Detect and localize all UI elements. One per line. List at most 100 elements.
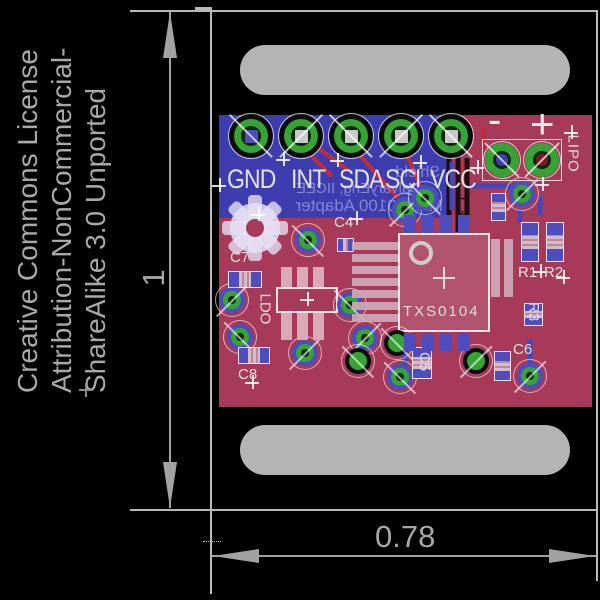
component-label-c5: C5	[416, 352, 433, 372]
component-body	[248, 348, 260, 363]
silk-cross-icon	[307, 292, 309, 306]
component-pad	[239, 348, 249, 363]
component-label-r1: R1	[518, 264, 538, 281]
component-pad	[492, 211, 505, 220]
ic-pad-finger	[352, 314, 398, 322]
drill-circle-icon	[328, 113, 374, 159]
component-pad	[525, 318, 542, 325]
silk-cross-icon	[219, 178, 221, 192]
component-body	[413, 357, 431, 369]
mounting-slot-bottom	[240, 425, 570, 475]
component-c8	[238, 347, 270, 364]
width-dimension-value: 0.78	[375, 519, 436, 554]
gear-icon	[221, 194, 289, 262]
drill-circle-icon	[428, 113, 474, 159]
board-outline-bottom	[130, 509, 598, 511]
ic-pad	[422, 215, 434, 233]
component-body	[522, 234, 538, 250]
ic-pad-finger	[352, 266, 398, 274]
component-pad	[522, 223, 538, 235]
component-label-c7: C7	[230, 249, 250, 266]
component-c6	[494, 351, 511, 381]
dimension-line-horizontal	[212, 555, 596, 557]
arrow-down-icon	[163, 462, 177, 508]
regulator-leg	[313, 313, 324, 340]
silk-cross-icon	[258, 207, 260, 221]
component-pad	[492, 194, 505, 203]
component-c3	[491, 193, 506, 221]
component-pad	[348, 239, 353, 251]
component-body	[239, 272, 251, 287]
ic-pad	[458, 333, 470, 351]
component-body	[547, 234, 563, 250]
silk-cross-icon	[337, 153, 339, 167]
silk-cross-icon	[542, 177, 544, 191]
outline-tick	[195, 7, 212, 10]
component-pad	[495, 352, 510, 361]
component-r1	[521, 222, 539, 262]
origin-cross-icon	[203, 541, 221, 542]
silk-cross-icon	[477, 160, 479, 174]
ic-center-cross	[443, 267, 445, 289]
board-outline-right	[596, 11, 598, 581]
drill-circle-icon	[341, 344, 375, 378]
dimension-line-vertical	[169, 12, 171, 508]
board-outline-top	[130, 10, 598, 12]
regulator-leg	[281, 267, 292, 287]
component-body	[525, 310, 542, 319]
component-pad	[413, 368, 431, 378]
ic-pad	[440, 215, 452, 233]
ic-pad-finger	[352, 278, 398, 286]
board-outline-left	[210, 11, 212, 594]
drill-circle-icon	[278, 113, 324, 159]
regulator-leg	[281, 313, 292, 340]
gear-hole	[246, 219, 264, 237]
drill-circle-icon	[459, 344, 493, 378]
ic-pad	[440, 333, 452, 351]
ic-pad	[404, 333, 416, 351]
pin-label-sda: SDA	[339, 164, 384, 194]
component-r3	[524, 303, 543, 326]
component-body	[495, 360, 510, 372]
ic-pad-finger	[352, 302, 398, 310]
silk-cross-icon	[571, 125, 573, 139]
component-label-c3: C3	[453, 197, 470, 217]
component-pad	[522, 249, 538, 261]
pin-label-int: INT	[291, 164, 326, 194]
component-pad	[547, 223, 563, 235]
ic-pad	[404, 215, 416, 233]
component-label-r2: R2	[544, 264, 564, 281]
ic-pad	[458, 215, 470, 233]
component-label-r3: R3	[525, 302, 542, 322]
arrow-left-icon	[213, 549, 259, 563]
component-pad	[229, 272, 239, 287]
silk-cross-icon	[540, 264, 542, 278]
component-pad	[547, 249, 563, 261]
pin-label-gnd: GND	[227, 164, 276, 194]
drill-circle-icon	[291, 223, 325, 257]
mounting-slot-top	[240, 45, 570, 95]
ic-pad-finger	[352, 254, 398, 262]
component-pad	[259, 348, 269, 363]
origin-cross-icon	[211, 533, 212, 551]
drill-circle-icon	[483, 141, 521, 179]
drill-circle-icon	[408, 181, 442, 215]
regulator-leg	[297, 313, 308, 340]
component-body	[342, 239, 349, 251]
component-c7	[228, 271, 262, 288]
ic-pad-finger	[491, 239, 500, 297]
arrow-up-icon	[163, 12, 177, 58]
silk-cross-icon	[252, 375, 254, 389]
component-pad	[338, 239, 343, 251]
ic-pad-finger	[352, 290, 398, 298]
drill-circle-icon	[378, 113, 424, 159]
ic-label: TXS0104	[403, 303, 480, 320]
component-pad	[413, 348, 431, 358]
arrow-right-icon	[549, 549, 595, 563]
battery-plus-label: +	[530, 100, 555, 147]
drill-circle-icon	[228, 113, 274, 159]
silk-cross-icon	[356, 211, 358, 225]
regulator-leg	[313, 267, 324, 287]
